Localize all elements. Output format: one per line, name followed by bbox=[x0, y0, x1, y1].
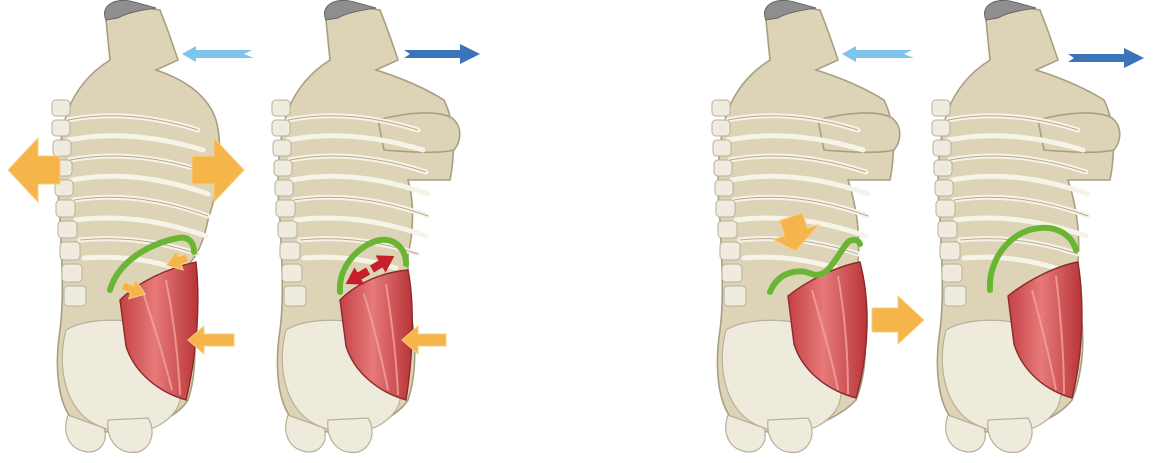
panel-1 bbox=[8, 0, 254, 452]
panel-2 bbox=[272, 0, 480, 452]
exhale-arrow-icon bbox=[404, 44, 480, 64]
inhale-arrow-icon bbox=[842, 46, 914, 62]
inhale-arrow-icon bbox=[182, 46, 254, 62]
panel-3 bbox=[712, 0, 924, 452]
panel-4 bbox=[932, 0, 1144, 452]
exhale-arrow-icon bbox=[1068, 48, 1144, 68]
